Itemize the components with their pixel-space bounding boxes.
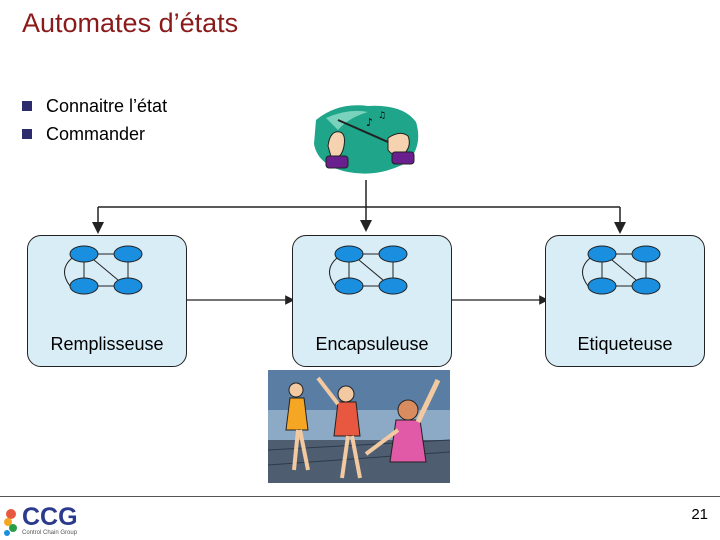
bullet-text: Commander	[46, 124, 146, 144]
logo-text: CCG	[22, 503, 78, 531]
machine-label: Encapsuleuse	[315, 334, 429, 354]
footer-divider	[0, 496, 720, 497]
conductor-icon: ♪ ♫	[314, 105, 419, 174]
machine-encapsuleuse: Encapsuleuse	[292, 235, 452, 367]
state-graph-icon	[64, 245, 143, 295]
svg-text:♪: ♪	[366, 116, 373, 129]
machine-label: Etiqueteuse	[577, 334, 673, 354]
bullet-square-icon	[22, 101, 32, 111]
state-graph-icon	[582, 245, 661, 295]
logo-mark-icon	[4, 509, 17, 536]
page-number: 21	[691, 506, 708, 523]
ccg-logo: CCG Control Chain Group	[2, 500, 82, 540]
svg-text:♫: ♫	[378, 111, 386, 121]
bullet-text: Connaitre l’état	[46, 96, 168, 116]
dancers-icon	[268, 370, 450, 483]
logo-subtitle: Control Chain Group	[22, 530, 78, 536]
machine-label: Remplisseuse	[50, 334, 164, 354]
bullet-list: Connaitre l’état Commander	[22, 92, 167, 148]
slide-title: Automates d’états	[22, 8, 239, 38]
state-graph-icon	[329, 245, 408, 295]
machine-etiqueteuse: Etiqueteuse	[545, 235, 705, 367]
bullet-square-icon	[22, 129, 32, 139]
machine-remplisseuse: Remplisseuse	[27, 235, 187, 367]
bullet-item: Connaitre l’état	[22, 92, 167, 120]
bullet-item: Commander	[22, 120, 167, 148]
